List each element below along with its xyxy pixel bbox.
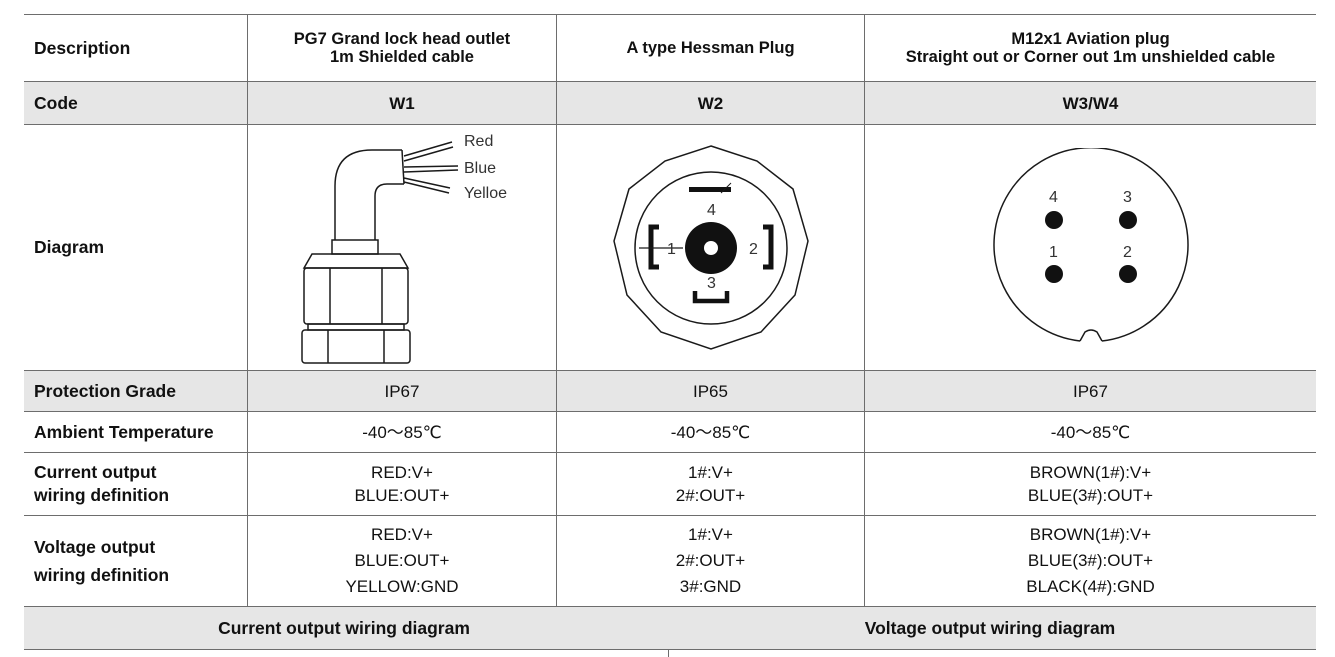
protection-label: Protection Grade [34,380,176,401]
w3-pin-3: 3 [1123,189,1132,206]
wiring-diagram-header: Current output wiring diagram Voltage ou… [24,607,1316,650]
protection-w1: IP67 [247,371,556,411]
cable-gland-diagram: Red Blue Yelloe [301,133,507,364]
current-wiring-label: Current output wiring definition [34,462,170,505]
m12-plug-diagram: 4 3 1 2 [992,147,1189,342]
code-w1: W1 [247,82,556,124]
temperature-w3w4: -40～85℃ [864,412,1316,452]
wire-label-red: Red [464,133,493,150]
protection-w3w4: IP67 [864,371,1316,411]
current-wiring-w2: 1#:V+ 2#:OUT+ [556,453,864,515]
code-label: Code [34,92,78,113]
temperature-w1: -40～85℃ [247,412,556,452]
current-wiring-w1: RED:V+ BLUE:OUT+ [247,453,556,515]
spec-table: Description PG7 Grand lock head outlet 1… [24,14,1316,650]
protection-w2: IP65 [556,371,864,411]
header-w2: A type Hessman Plug [556,15,864,81]
w3-pin-1: 1 [1049,244,1058,261]
current-wiring-w3w4: BROWN(1#):V+ BLUE(3#):OUT+ [864,453,1316,515]
voltage-wiring-w1: RED:V+ BLUE:OUT+ YELLOW:GND [247,516,556,606]
description-label: Description [34,38,131,58]
voltage-diagram-title: Voltage output wiring diagram [864,617,1116,638]
code-w2: W2 [556,82,864,124]
wire-label-blue: Blue [464,160,496,177]
header-w1: PG7 Grand lock head outlet 1m Shielded c… [247,15,556,81]
temperature-label: Ambient Temperature [34,421,214,442]
diagram-row: Diagram [24,125,1316,371]
voltage-wiring-w2: 1#:V+ 2#:OUT+ 3#:GND [556,516,864,606]
current-diagram-title: Current output wiring diagram [218,617,470,638]
voltage-wiring-w3w4: BROWN(1#):V+ BLUE(3#):OUT+ BLACK(4#):GND [864,516,1316,606]
w3-pin-2: 2 [1123,244,1132,261]
divider [668,650,669,657]
w2-pin-1: 1 [667,241,676,258]
w2-pin-2: 2 [749,241,758,258]
w2-pin-4: 4 [707,202,716,219]
w3-pin-4: 4 [1049,189,1058,206]
code-w3w4: W3/W4 [864,82,1316,124]
w1-diagram: Red Blue Yelloe [247,125,556,370]
voltage-wiring-label: Voltage output wiring definition [34,537,170,585]
current-wiring-row: Current output wiring definition RED:V+ … [24,453,1316,516]
diagram-label: Diagram [34,237,105,257]
temperature-row: Ambient Temperature -40～85℃ -40～85℃ -40～… [24,412,1316,453]
wire-label-yellow: Yelloe [464,185,507,202]
w3w4-diagram: 4 3 1 2 [864,125,1316,370]
header-row: Description PG7 Grand lock head outlet 1… [24,14,1316,82]
voltage-wiring-row: Voltage output wiring definition RED:V+ … [24,516,1316,607]
code-row: Code W1 W2 W3/W4 [24,82,1316,125]
hessman-plug-diagram: 4 1 2 3 [612,144,809,350]
temperature-w2: -40～85℃ [556,412,864,452]
w2-pin-3: 3 [707,275,716,292]
protection-row: Protection Grade IP67 IP65 IP67 [24,371,1316,412]
w2-diagram: 4 1 2 3 [556,125,864,370]
header-w3w4: M12x1 Aviation plug Straight out or Corn… [864,15,1316,81]
